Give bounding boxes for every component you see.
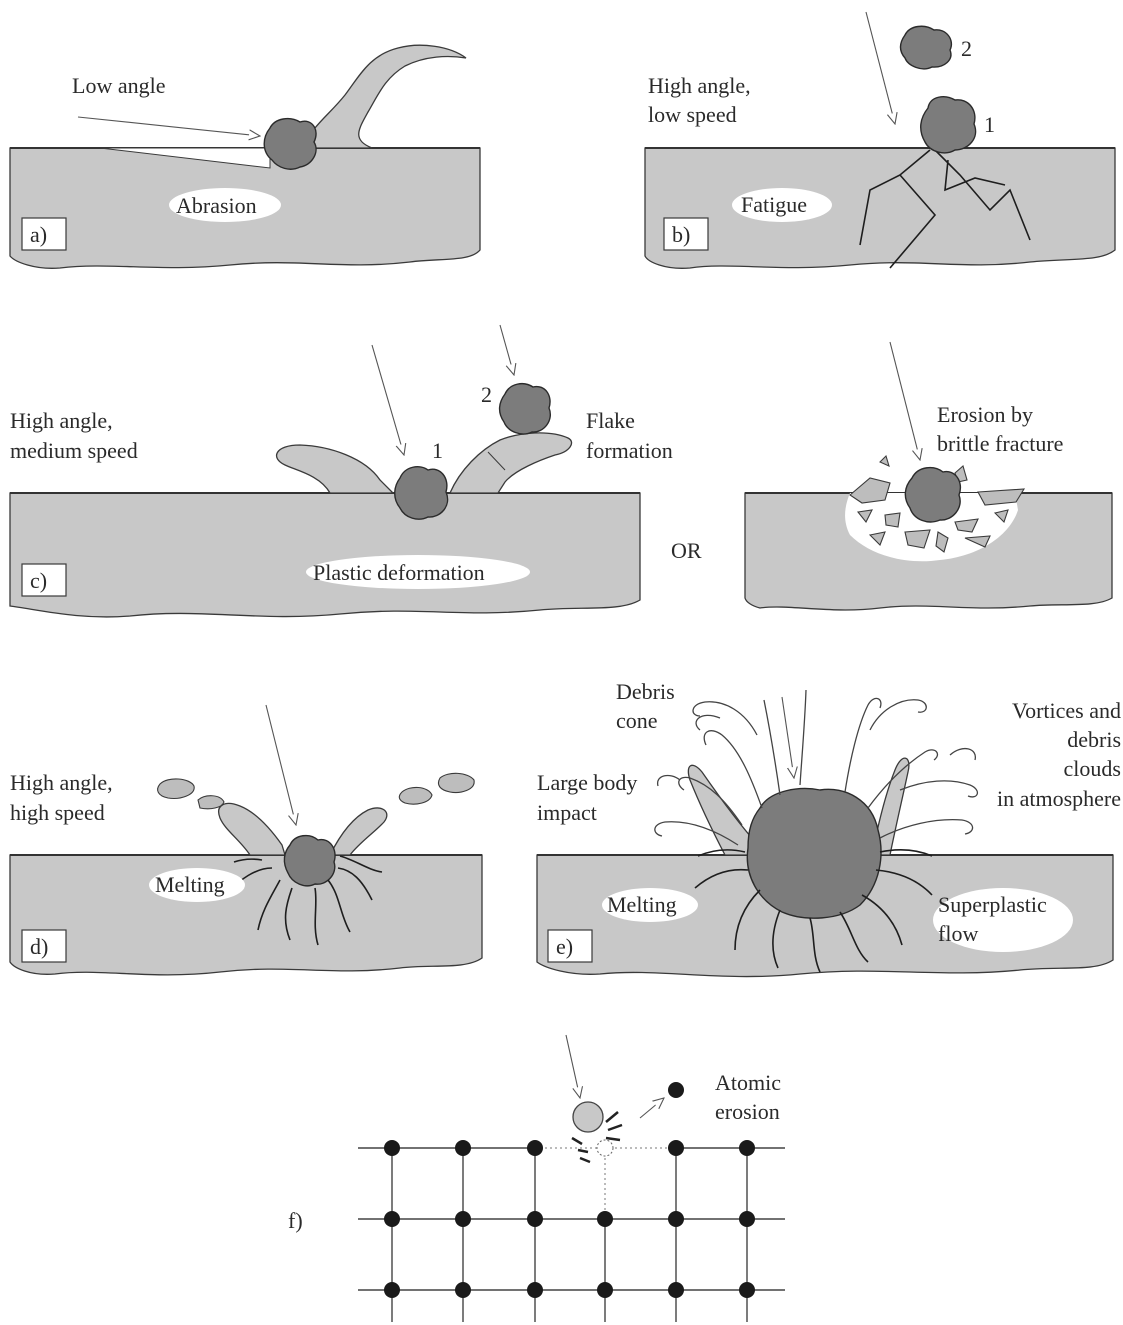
panel-d-particle: [284, 836, 335, 886]
panel-e-tag: e): [556, 934, 573, 959]
panel-e-debris-label-line1: Debris: [616, 679, 675, 704]
panel-b-particle-2-number: 2: [961, 36, 972, 61]
panel-f: f) Atomic erosion: [288, 1035, 785, 1322]
panel-d-droplet-3: [399, 787, 432, 804]
panel-f-sputtered-atom: [668, 1082, 684, 1098]
panel-e-melting-label: Melting: [607, 892, 677, 917]
panel-c-angle-label-line1: High angle,: [10, 408, 113, 433]
panel-c-particle-2: [500, 384, 551, 434]
panel-b-particle-1: [921, 97, 976, 153]
panel-c-flake-label-line1: Flake: [586, 408, 635, 433]
panel-b-mechanism-label: Fatigue: [741, 192, 807, 217]
panel-d-left-lip: [219, 803, 285, 855]
panel-d-angle-label-line2: high speed: [10, 800, 105, 825]
panel-b-substrate: [645, 148, 1115, 268]
panel-d-angle-label-line1: High angle,: [10, 770, 113, 795]
panel-d-droplet-1: [158, 779, 195, 799]
panel-e: Debris cone Large body impact Vortices a…: [537, 679, 1121, 977]
panel-b-tag: b): [672, 222, 690, 247]
panel-b-angle-label-line1: High angle,: [648, 73, 751, 98]
panel-d-mechanism-label: Melting: [155, 872, 225, 897]
panel-f-label-line1: Atomic: [715, 1070, 781, 1095]
panel-a-ejected-lip: [300, 45, 466, 160]
panel-e-vortices-label-line2: debris: [1067, 727, 1121, 752]
panel-a-angle-label: Low angle: [72, 73, 165, 98]
panel-c-left-lip: [277, 445, 393, 493]
panel-d-substrate: [10, 855, 482, 975]
panel-e-superplastic-label-line2: flow: [938, 921, 978, 946]
panel-c-particle-2-number: 2: [481, 382, 492, 407]
panel-f-lattice-lines: [358, 1148, 785, 1322]
panel-d-tag: d): [30, 934, 48, 959]
panel-f-label-line2: erosion: [715, 1099, 780, 1124]
panel-c-angle-label-line2: medium speed: [10, 438, 138, 463]
panel-c-tag: c): [30, 568, 47, 593]
panel-e-impact-label-line1: Large body: [537, 770, 637, 795]
panel-f-incident-ion: [573, 1102, 603, 1132]
panel-e-vortices-label-line1: Vortices and: [1012, 698, 1121, 723]
panel-a-mechanism-label: Abrasion: [176, 193, 257, 218]
panel-c-flake-label-line2: formation: [586, 438, 673, 463]
panel-e-vortices-label-line3: clouds: [1064, 756, 1121, 781]
panel-b-particle-2: [900, 26, 951, 69]
panel-e-superplastic-label-line1: Superplastic: [938, 892, 1047, 917]
or-label: OR: [671, 538, 702, 563]
panel-c-right-lip: [450, 433, 572, 493]
panel-c-alt-label-line1: Erosion by: [937, 402, 1033, 427]
panel-e-large-body: [747, 789, 881, 919]
panel-b: High angle, low speed 1 2 Fatigue b): [645, 12, 1115, 268]
panel-c-alt-particle: [905, 468, 960, 522]
panel-c: High angle, medium speed 1 2 Flake forma…: [10, 325, 1112, 617]
panel-d-droplet-4: [438, 773, 474, 792]
panel-e-debris-label-line2: cone: [616, 708, 658, 733]
panel-e-impact-label-line2: impact: [537, 800, 597, 825]
panel-c-substrate: [10, 493, 640, 617]
panel-c-mechanism-label: Plastic deformation: [313, 560, 485, 585]
panel-d-right-lip: [330, 808, 387, 855]
panel-b-particle-1-number: 1: [984, 112, 995, 137]
panel-c-particle-1-number: 1: [432, 438, 443, 463]
panel-b-angle-label-line2: low speed: [648, 102, 737, 127]
panel-a-tag: a): [30, 222, 47, 247]
panel-d-droplet-2: [198, 796, 224, 809]
panel-f-vacancy: [597, 1140, 613, 1156]
panel-d: High angle, high speed Melting d): [10, 705, 482, 975]
panel-a: Low angle Abrasion a): [10, 45, 480, 268]
panel-c-alt-label-line2: brittle fracture: [937, 431, 1063, 456]
panel-c-particle-1: [395, 467, 448, 519]
panel-e-vortices-label-line4: in atmosphere: [997, 786, 1121, 811]
panel-f-tag: f): [288, 1208, 303, 1233]
